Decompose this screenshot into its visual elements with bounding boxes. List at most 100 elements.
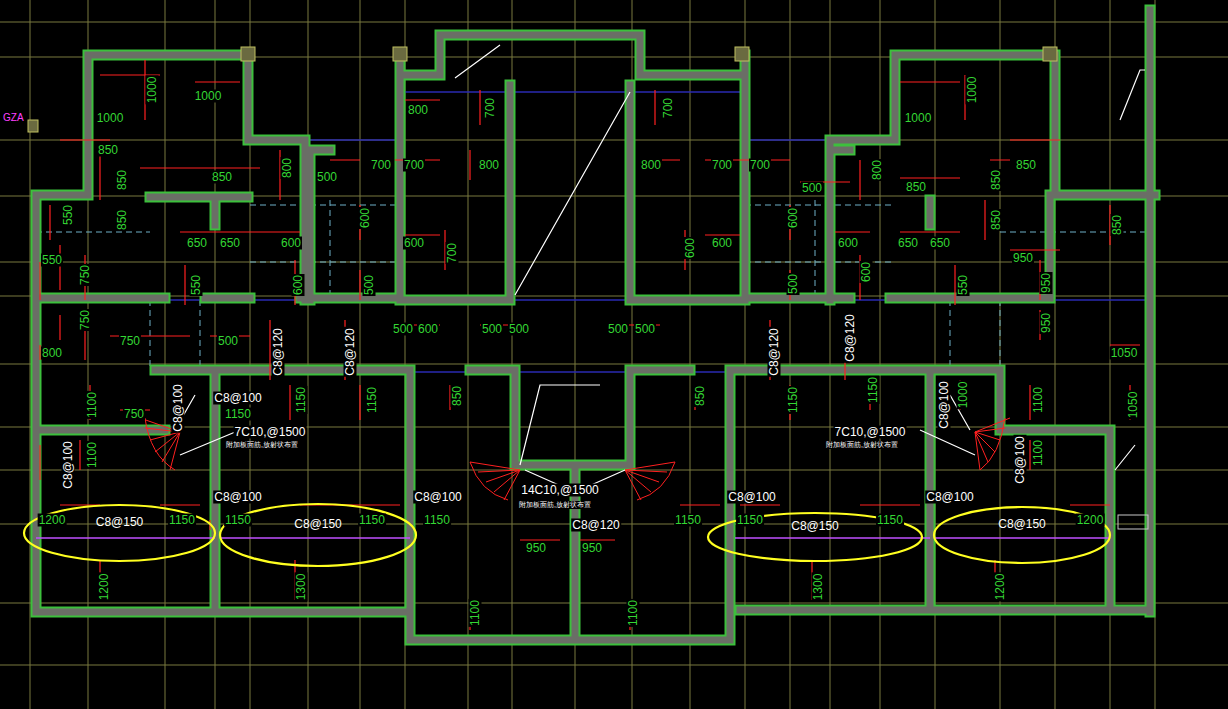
rebar-label: 7C10,@1500 [234, 426, 307, 439]
dimension-label: 500 [634, 323, 656, 336]
dimension-label: 750 [79, 264, 92, 286]
rebar-label: 附加板面筋,放射状布置 [825, 441, 899, 449]
dimension-label: 750 [79, 309, 92, 331]
dimension-label: 1150 [168, 514, 196, 527]
rebar-label: C8@100 [925, 491, 975, 504]
rebar-label: C8@100 [727, 491, 777, 504]
dimension-label: 1150 [423, 514, 451, 527]
dimension-label: 850 [905, 181, 927, 194]
dimension-label: 700 [370, 159, 392, 172]
dimension-label: 950 [1040, 312, 1053, 334]
dimension-label: 600 [711, 237, 733, 250]
dimension-label: 550 [957, 274, 970, 296]
dimension-label: 1000 [966, 76, 979, 105]
dimension-label: 1150 [224, 514, 252, 527]
ellipse-outline [22, 503, 217, 563]
rebar-label: C8@100 [62, 440, 75, 490]
dimension-label: 1200 [38, 514, 67, 527]
dimension-label: 850 [116, 209, 129, 231]
dimension-label: 800 [41, 347, 63, 360]
dimension-label: 750 [119, 335, 141, 348]
stair-fans [140, 418, 1010, 500]
dimension-label: 800 [871, 159, 884, 181]
dimension-label: 1200 [98, 573, 111, 602]
highlight-ellipse: C8@150 [218, 502, 418, 568]
dimension-label: 850 [990, 209, 1003, 231]
column-mark [1118, 515, 1148, 529]
dimension-label: 850 [990, 169, 1003, 191]
dimension-label: 1100 [469, 599, 482, 627]
dimension-label: 1100 [627, 599, 640, 627]
dimension-label: 600 [403, 237, 425, 250]
dimension-label: 500 [316, 171, 338, 184]
rebar-label: C8@120 [768, 327, 781, 377]
dimension-label: 850 [97, 144, 119, 157]
dimension-label: 1150 [736, 514, 764, 527]
dimension-label: 500 [607, 323, 629, 336]
rebar-label: 附加板面筋,放射状布置 [518, 501, 592, 509]
dimension-label: 1150 [787, 386, 800, 414]
rebar-label: C8@100 [413, 491, 463, 504]
dimension-label: 650 [929, 237, 951, 250]
dimension-label: 1200 [994, 573, 1007, 602]
dimension-label: 600 [837, 237, 859, 250]
dimension-label: 1150 [674, 514, 702, 527]
dimension-label: 800 [281, 157, 294, 179]
rebar-label: C8@100 [938, 380, 951, 430]
dimension-label: 1000 [957, 381, 970, 410]
rebar-label: 7C10,@1500 [834, 426, 907, 439]
rebar-label: C8@100 [1014, 435, 1027, 485]
dimension-label: 600 [860, 261, 873, 283]
dimension-label: 600 [787, 207, 800, 229]
dimension-label: 1100 [1032, 386, 1045, 414]
dimension-label: 850 [1015, 159, 1037, 172]
dimension-label: 1000 [146, 76, 159, 105]
dimension-label: 1100 [86, 441, 99, 469]
rebar-label: C8@100 [172, 383, 185, 433]
dashed-beams [36, 200, 1150, 370]
dimension-label: 800 [640, 159, 662, 172]
dimension-label: 650 [897, 237, 919, 250]
rebar-label: C8@120 [844, 313, 857, 363]
dimension-label: 800 [478, 159, 500, 172]
dimension-label: 1000 [904, 112, 933, 125]
dimension-label: 550 [62, 204, 75, 226]
dimension-label: 950 [525, 542, 547, 555]
dimension-label: 1150 [876, 514, 904, 527]
dimension-label: 850 [694, 385, 707, 407]
highlight-ellipse: C8@150 [22, 503, 217, 563]
dimension-label: 600 [417, 323, 439, 336]
dimension-label: 1050 [1127, 391, 1140, 420]
dimension-label: 550 [190, 274, 203, 296]
dimension-label: 600 [359, 207, 372, 229]
dimension-label: 850 [451, 385, 464, 407]
dimension-label: 500 [217, 335, 239, 348]
ellipse-outline [218, 502, 418, 568]
dimension-label: 500 [392, 323, 414, 336]
dimension-label: 850 [1111, 214, 1124, 236]
dimension-label: 950 [581, 542, 603, 555]
dimension-label: 950 [1040, 272, 1053, 294]
dimension-label: 700 [446, 242, 459, 264]
dimension-label: 1300 [295, 573, 308, 602]
dimension-label: 1000 [96, 112, 125, 125]
dimension-label: 1100 [86, 391, 99, 419]
rebar-label: C8@120 [272, 327, 285, 377]
dimension-label: 1150 [366, 386, 379, 414]
dimension-label: 1150 [867, 376, 880, 404]
dimension-label: 800 [407, 104, 429, 117]
dimension-label: 700 [749, 159, 771, 172]
column-tag: GZA [2, 111, 25, 124]
dimension-label: 500 [508, 323, 530, 336]
dimension-label: 650 [219, 237, 241, 250]
rebar-label: C8@120 [571, 519, 621, 532]
dimension-label: 550 [41, 254, 63, 267]
dimension-label: 1100 [1032, 439, 1045, 467]
dimension-label: 500 [787, 273, 800, 295]
rebar-label: 附加板面筋,放射状布置 [225, 441, 299, 449]
dimension-label: 1000 [194, 90, 223, 103]
dimension-label: 950 [1012, 252, 1034, 265]
dimension-label: 500 [801, 182, 823, 195]
